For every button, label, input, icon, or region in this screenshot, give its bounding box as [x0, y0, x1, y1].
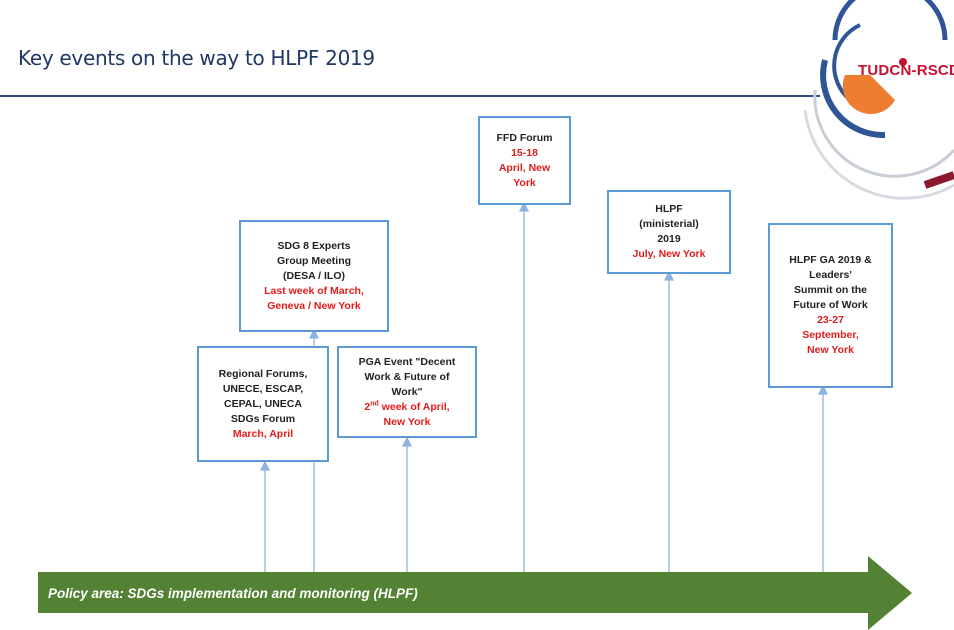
event-date: March, April — [232, 427, 294, 440]
event-text: SDGs Forum — [230, 412, 296, 425]
logo-icon — [803, 0, 954, 200]
event-text: (ministerial) — [639, 218, 699, 230]
event-box-sdg8-experts: SDG 8 Experts Group Meeting (DESA / ILO)… — [239, 220, 389, 332]
event-text: Regional Forums, — [218, 367, 308, 380]
event-box-hlpf-ga: HLPF GA 2019 & Leaders' Summit on the Fu… — [768, 223, 893, 388]
event-date: July, New York — [632, 248, 706, 260]
event-date: 23-27 — [817, 314, 844, 326]
event-text: UNECE, ESCAP, — [222, 382, 304, 395]
event-date: September, — [802, 329, 859, 341]
event-text: Summit on the — [794, 284, 867, 296]
event-date: April, New — [498, 161, 551, 174]
event-text: Leaders' — [809, 269, 852, 281]
title-divider — [0, 95, 820, 97]
event-date-rest: week of April, — [378, 400, 450, 413]
event-date: Last week of March, — [264, 284, 364, 297]
policy-arrow — [38, 556, 912, 630]
event-box-pga-event: PGA Event "Decent Work & Future of Work"… — [337, 346, 477, 438]
event-text: Work & Future of — [364, 370, 450, 383]
event-text: HLPF — [655, 203, 683, 215]
event-text: Work" — [391, 385, 423, 398]
event-text: CEPAL, UNECA — [224, 397, 302, 410]
event-text: HLPF GA 2019 & — [789, 254, 872, 266]
event-box-hlpf-ministerial: HLPF (ministerial) 2019 July, New York — [607, 190, 731, 274]
policy-area-label: Policy area: SDGs implementation and mon… — [48, 586, 418, 601]
event-text: PGA Event "Decent — [358, 355, 456, 368]
event-date: New York — [807, 344, 854, 356]
page-title: Key events on the way to HLPF 2019 — [18, 46, 375, 70]
event-text: 2019 — [657, 233, 681, 245]
event-box-ffd-forum: FFD Forum 15-18 April, New York — [478, 116, 571, 205]
event-date: Geneva / New York — [267, 299, 361, 312]
event-date: 15-18 — [511, 146, 538, 159]
event-text: Group Meeting — [276, 254, 352, 267]
event-date-number: 2 — [364, 400, 371, 413]
event-text: (DESA / ILO) — [282, 269, 346, 282]
event-text: FFD Forum — [496, 131, 553, 144]
event-date: 2nd week of April, — [364, 400, 449, 415]
event-date-ordinal: nd — [370, 400, 379, 407]
event-text: SDG 8 Experts — [277, 239, 351, 252]
event-box-regional-forums: Regional Forums, UNECE, ESCAP, CEPAL, UN… — [197, 346, 329, 462]
event-date: York — [513, 176, 536, 189]
event-text: Future of Work — [793, 299, 868, 311]
event-date: New York — [383, 415, 431, 428]
logo-text: TUDCN-RSCD — [858, 62, 954, 79]
